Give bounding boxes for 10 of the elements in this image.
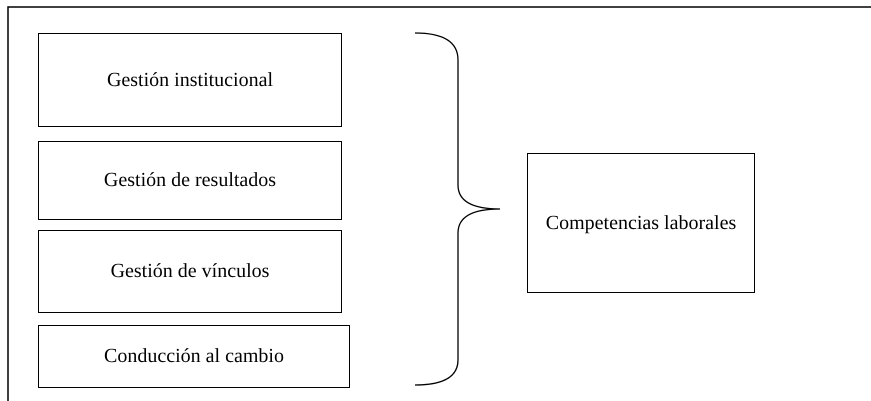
box-text: Gestión de resultados [104, 169, 276, 192]
label-box [38, 141, 342, 220]
box-text: Gestión institucional [106, 68, 274, 92]
box-text: Competencias laborales [546, 212, 736, 234]
label-box [527, 153, 755, 293]
label-box [38, 230, 342, 313]
label-box [38, 325, 350, 388]
box-text: Gestión de vínculos [110, 260, 270, 283]
box-text: Conducción al cambio [104, 345, 284, 368]
label-box [38, 33, 342, 127]
